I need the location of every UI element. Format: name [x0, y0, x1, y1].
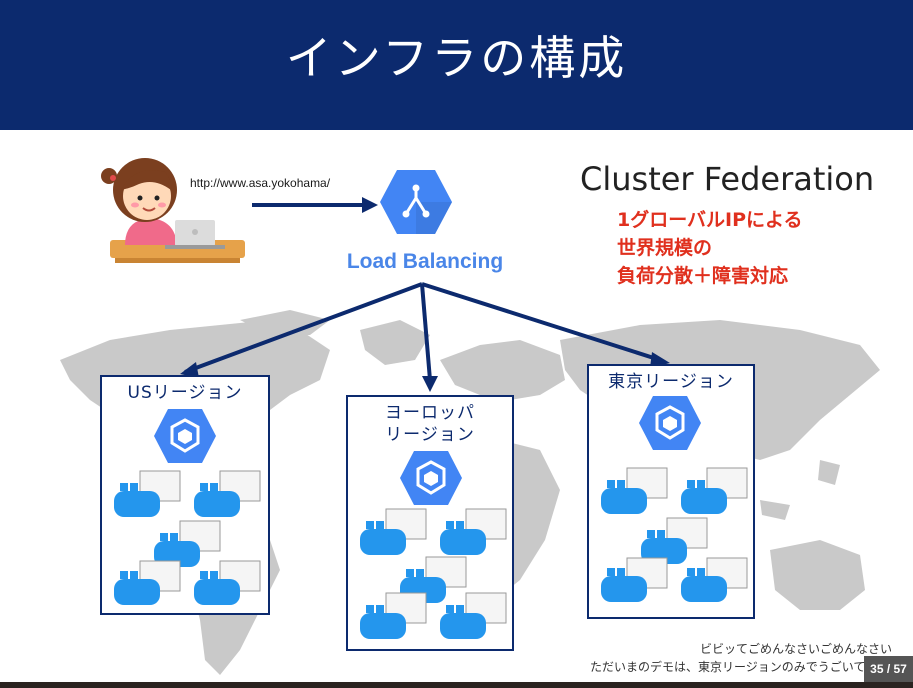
- federation-line-3: 負荷分散＋障害対応: [617, 265, 789, 287]
- note-line-1: ビビッてごめんなさいごめんなさい: [700, 642, 893, 656]
- bottom-strip: [0, 682, 913, 688]
- load-balancing-icon: [380, 170, 452, 234]
- kubernetes-engine-icon: [400, 451, 462, 505]
- region-us-label: USリージョン: [127, 383, 243, 403]
- federation-line-1: 1グローバルIPによる: [617, 209, 803, 231]
- region-us: USリージョン: [100, 375, 270, 615]
- region-europe: ヨーロッパ リージョン: [346, 395, 514, 651]
- container-grid: [601, 467, 748, 602]
- url-text: http://www.asa.yokohama/: [190, 176, 331, 190]
- region-europe-label-1: ヨーロッパ: [385, 403, 475, 423]
- page-counter: 35 / 57: [864, 656, 913, 682]
- slide-title: インフラの構成: [285, 31, 628, 85]
- note-line-2: ただいまのデモは、東京リージョンのみでうごいて: [590, 660, 866, 674]
- federation-title: Cluster Federation: [580, 160, 875, 198]
- container-grid: [114, 470, 261, 605]
- region-tokyo-label: 東京リージョン: [608, 372, 734, 392]
- kubernetes-engine-icon: [154, 409, 216, 463]
- federation-line-2: 世界規模の: [617, 237, 713, 259]
- slide-header: インフラの構成: [0, 0, 913, 130]
- person-with-laptop-illustration: [101, 158, 245, 263]
- load-balancing-label: Load Balancing: [346, 250, 504, 273]
- kubernetes-engine-icon: [639, 396, 701, 450]
- region-tokyo: 東京リージョン: [587, 364, 755, 619]
- docker-whale-icon: [114, 470, 181, 517]
- request-arrow: [252, 197, 378, 213]
- region-europe-label-2: リージョン: [385, 425, 475, 445]
- container-grid: [360, 508, 507, 639]
